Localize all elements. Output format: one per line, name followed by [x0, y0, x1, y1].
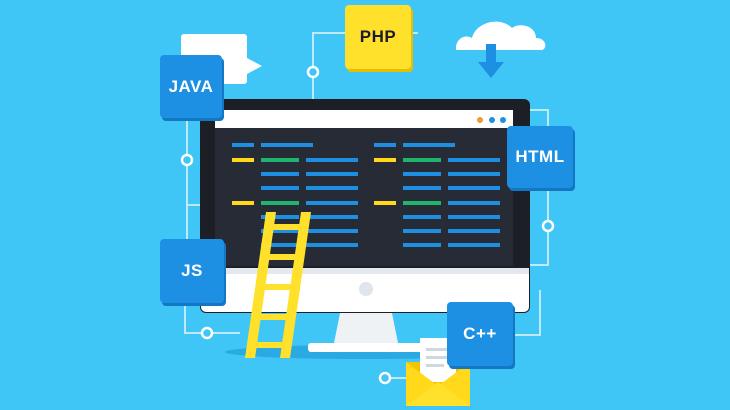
cloud-download-icon	[456, 21, 546, 78]
envelope-icon	[406, 338, 470, 406]
ladder-icon	[245, 212, 311, 358]
connector-node	[378, 371, 392, 385]
browser-dot	[500, 117, 506, 123]
connector-node	[541, 219, 555, 233]
monitor-stand	[308, 343, 424, 352]
browser-dot	[477, 117, 483, 123]
connector-node	[200, 326, 214, 340]
cpp-badge: C++	[447, 302, 513, 366]
monitor-neck	[334, 313, 398, 343]
js-badge: JS	[160, 239, 224, 303]
html-badge: HTML	[507, 126, 573, 188]
browser-dot	[489, 117, 495, 123]
connector-node	[306, 65, 320, 79]
code-lines	[232, 143, 500, 247]
connector-nodes	[180, 65, 555, 385]
java-badge: JAVA	[160, 55, 222, 118]
monitor-power-dot	[359, 282, 373, 296]
connector-node	[180, 153, 194, 167]
browser-bar	[215, 110, 513, 128]
php-badge: PHP	[345, 5, 411, 69]
